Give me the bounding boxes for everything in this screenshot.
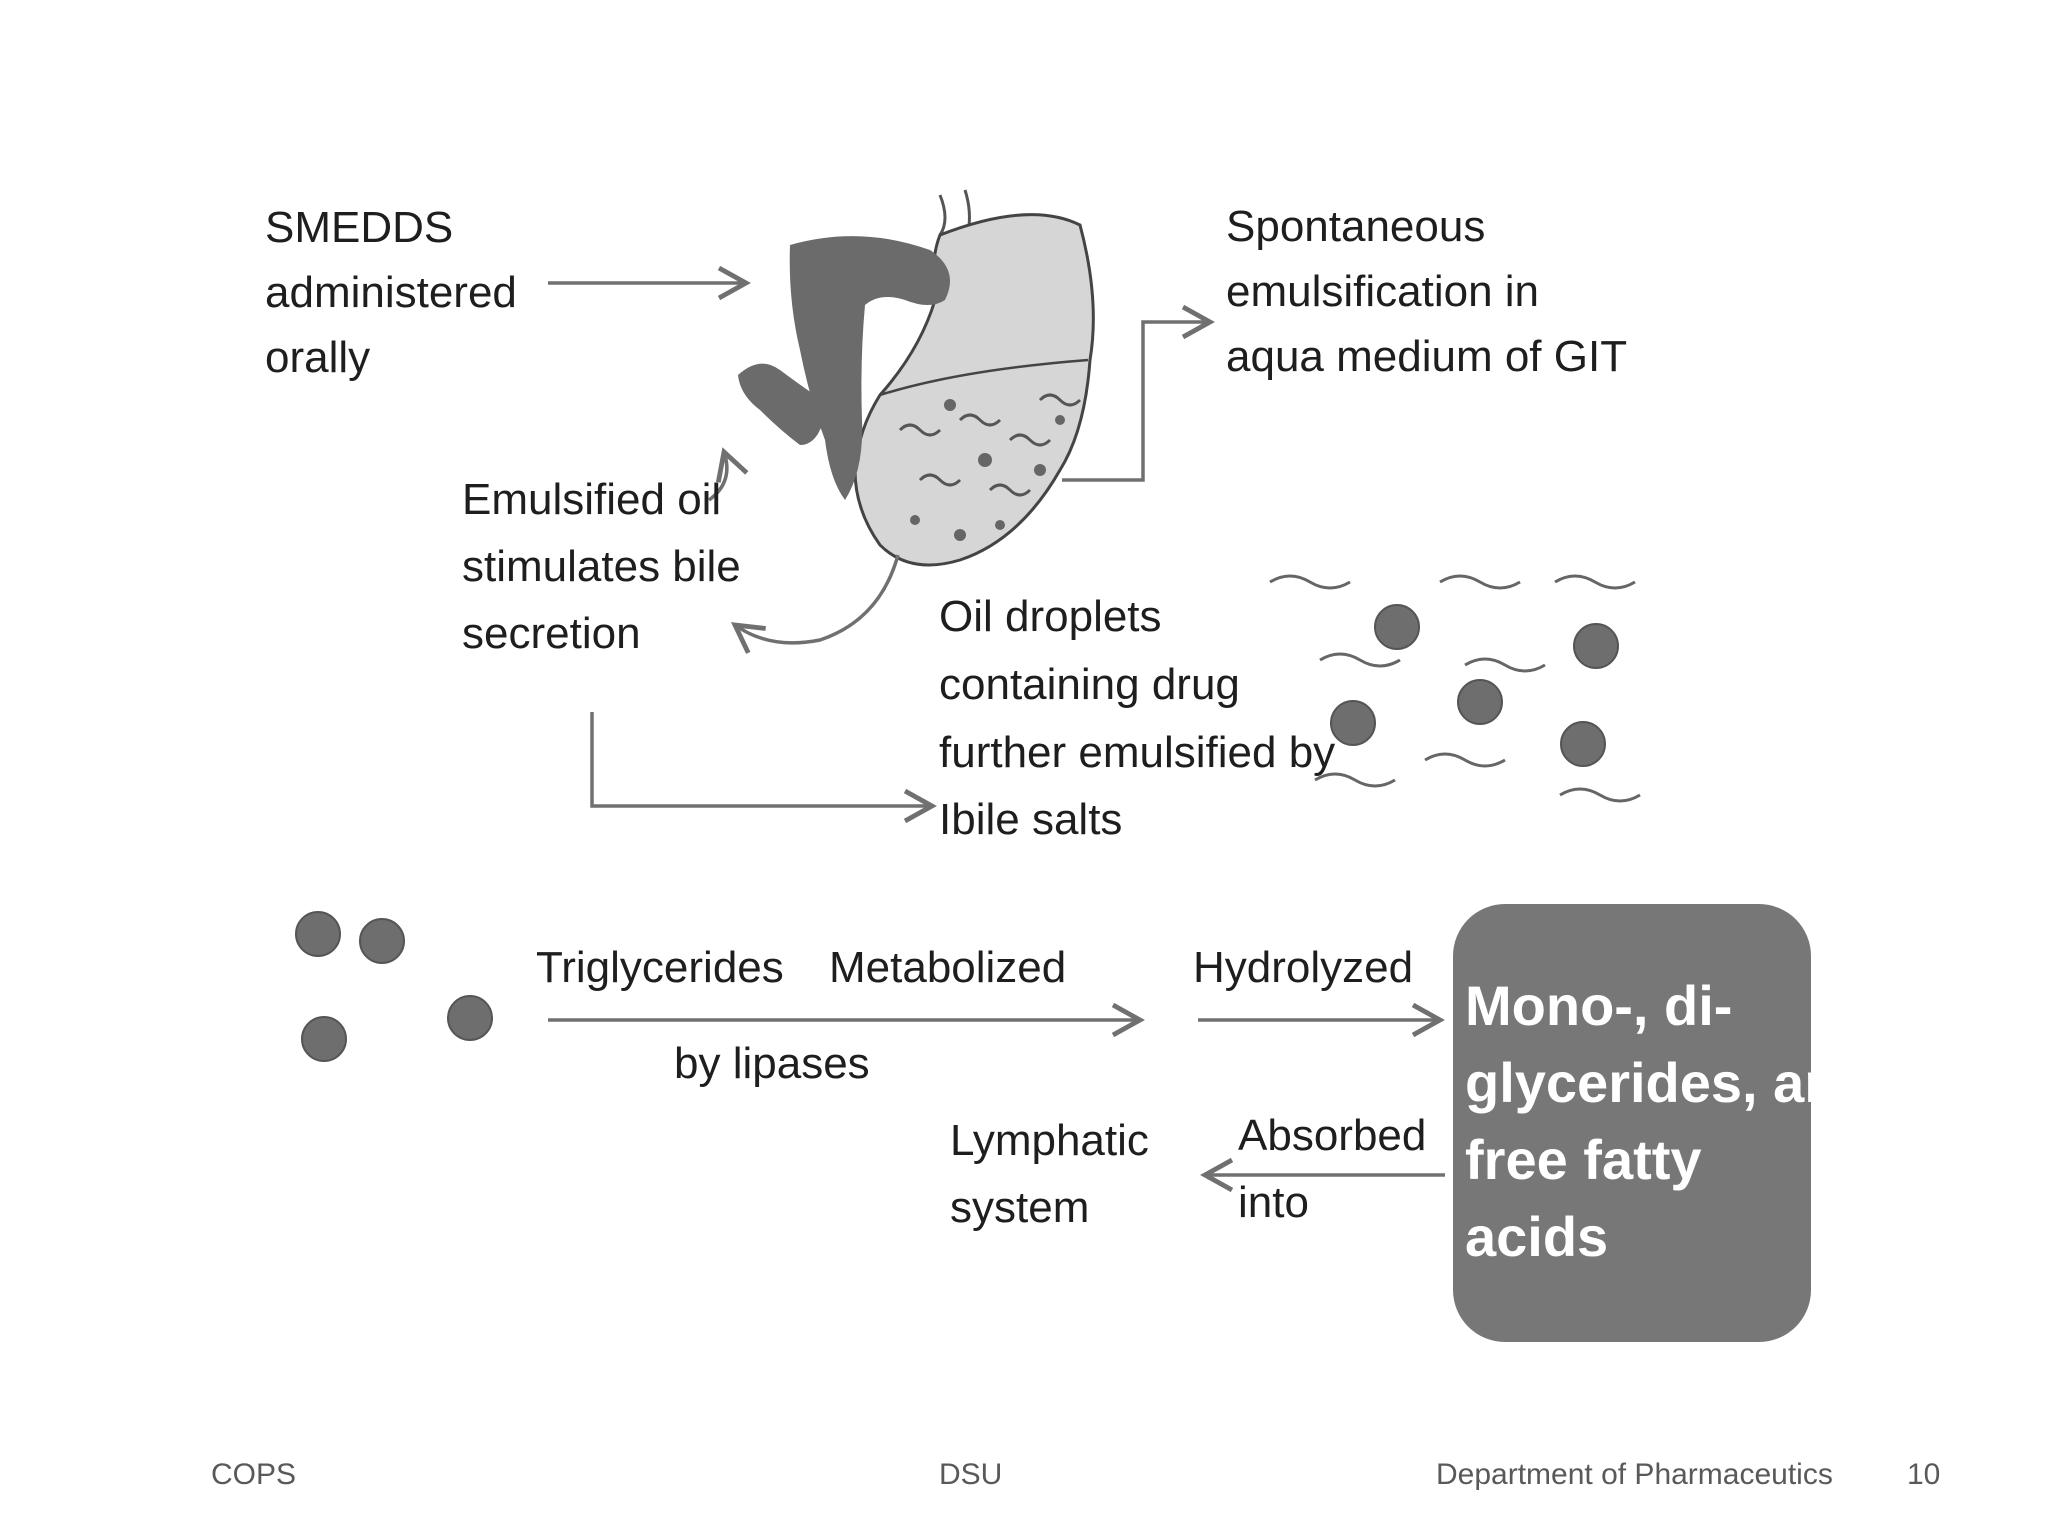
hydrolyzed-label: Hydrolyzed bbox=[1193, 943, 1413, 992]
footer-right: Department of Pharmaceutics bbox=[1436, 1458, 1833, 1491]
oil-droplets-small bbox=[295, 911, 493, 1062]
emulsified-oil-label: Emulsified oil stimulates bile secretion bbox=[462, 475, 741, 658]
spontaneous-line-3: aqua medium of GIT bbox=[1226, 332, 1627, 381]
metabolized-label: Metabolized bbox=[829, 943, 1066, 992]
spontaneous-label: Spontaneous emulsification in aqua mediu… bbox=[1226, 202, 1627, 381]
absorbed-line-1: Absorbed bbox=[1238, 1111, 1426, 1160]
lymphatic-line-2: system bbox=[950, 1183, 1089, 1232]
spontaneous-line-1: Spontaneous bbox=[1226, 202, 1485, 251]
absorbed-line-2: into bbox=[1238, 1178, 1309, 1227]
by-lipases-label: by lipases bbox=[674, 1039, 870, 1088]
stomach-illustration bbox=[738, 189, 1095, 567]
footer-left: COPS bbox=[211, 1458, 297, 1491]
oil-droplets-line-1: Oil droplets bbox=[939, 592, 1162, 641]
emulsified-oil-line-1: Emulsified oil bbox=[462, 475, 721, 524]
triglycerides-label: Triglycerides bbox=[536, 943, 784, 992]
page-number: 10 bbox=[1907, 1458, 1941, 1491]
absorbed-label: Absorbed into bbox=[1238, 1111, 1426, 1227]
footer-center: DSU bbox=[939, 1458, 1003, 1491]
products-line-4: acids bbox=[1465, 1205, 1608, 1268]
oil-droplets-line-2: containing drug bbox=[939, 660, 1240, 709]
smedds-line-1: SMEDDS bbox=[265, 203, 453, 252]
smedds-line-2: administered bbox=[265, 268, 517, 317]
lymphatic-label: Lymphatic system bbox=[950, 1116, 1149, 1232]
emulsified-oil-line-2: stimulates bile bbox=[462, 542, 741, 591]
products-line-1: Mono-, di- bbox=[1465, 974, 1732, 1037]
smedds-line-3: orally bbox=[265, 333, 370, 382]
oil-droplets-line-4: Ibile salts bbox=[939, 795, 1122, 844]
lymphatic-line-1: Lymphatic bbox=[950, 1116, 1149, 1165]
products-box bbox=[1453, 904, 1811, 1342]
products-label: Mono-, di- glycerides, and free fatty ac… bbox=[1465, 974, 1873, 1268]
products-line-2: glycerides, and bbox=[1465, 1051, 1873, 1114]
emulsion-droplets bbox=[1269, 574, 1641, 803]
spontaneous-line-2: emulsification in bbox=[1226, 267, 1539, 316]
oil-droplets-label: Oil droplets containing drug further emu… bbox=[939, 592, 1335, 844]
emulsified-oil-line-3: secretion bbox=[462, 609, 641, 658]
products-line-3: free fatty bbox=[1465, 1128, 1702, 1191]
oil-droplets-line-3: further emulsified by bbox=[939, 728, 1335, 777]
flow-arrows bbox=[548, 265, 1445, 1193]
smedds-label: SMEDDS administered orally bbox=[265, 203, 517, 382]
